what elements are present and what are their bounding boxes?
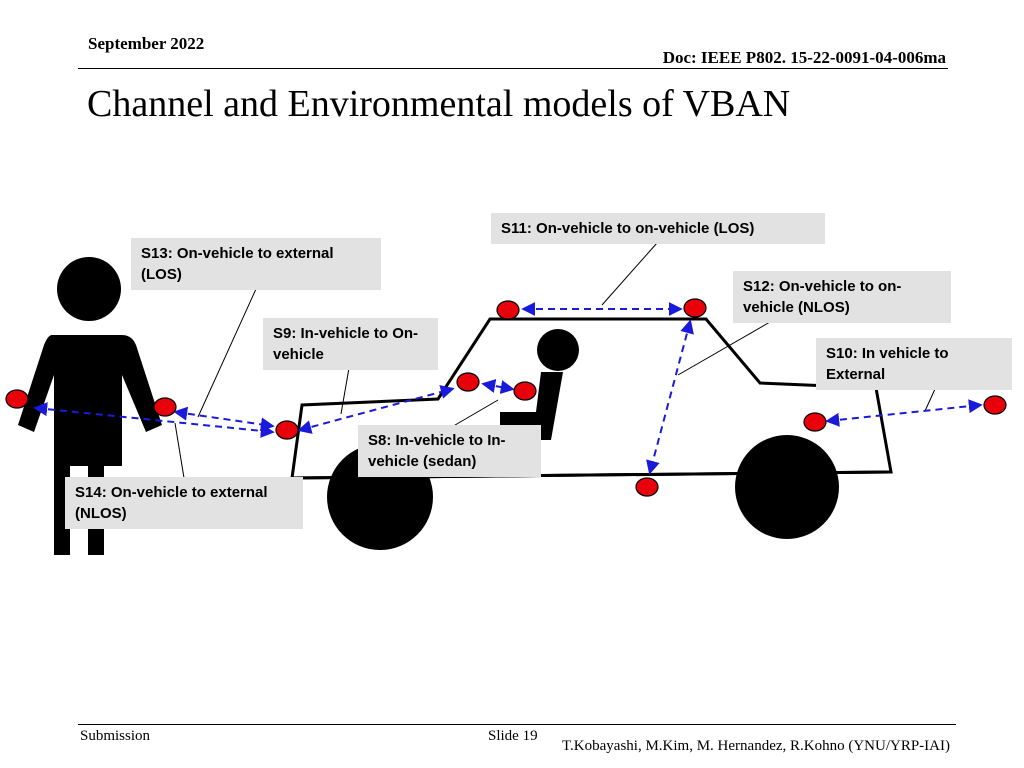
label-s8: S8: In-vehicle to In-vehicle (sedan) [358, 425, 541, 477]
footer-submission: Submission [80, 728, 151, 744]
footer-slide-number: Slide 19 [488, 728, 538, 744]
label-s9: S9: In-vehicle to On-vehicle [263, 318, 438, 370]
sensor-node-car-bottom [635, 477, 659, 497]
header-divider [78, 68, 948, 69]
sensor-node-person-hand [5, 389, 29, 409]
slide-title: Channel and Environmental models of VBAN [87, 83, 791, 125]
sensor-node-car-rear [803, 412, 827, 432]
header-doc-id: Doc: IEEE P802. 15-22-0091-04-006ma [662, 48, 946, 67]
sensor-node-roof-front [496, 300, 520, 320]
sensor-node-person-body [153, 397, 177, 417]
label-s13: S13: On-vehicle to external (LOS) [131, 238, 381, 290]
footer-divider [78, 724, 956, 725]
label-s10: S10: In vehicle to External [816, 338, 1012, 390]
sensor-node-windshield [456, 372, 480, 392]
label-s14: S14: On-vehicle to external (NLOS) [65, 477, 303, 529]
sensor-node-roof-rear [683, 298, 707, 318]
label-s12: S12: On-vehicle to on-vehicle (NLOS) [733, 271, 951, 323]
sensor-nodes [5, 298, 1007, 497]
sensor-node-car-front [275, 420, 299, 440]
footer-authors: T.Kobayashi, M.Kim, M. Hernandez, R.Kohn… [562, 738, 950, 754]
header-date: September 2022 [88, 34, 205, 53]
communication-links [33, 302, 983, 475]
sensor-node-external [983, 395, 1007, 415]
sensor-node-driver [513, 381, 537, 401]
label-s11: S11: On-vehicle to on-vehicle (LOS) [491, 213, 825, 244]
rear-wheel [735, 435, 839, 539]
human-figure [18, 257, 162, 555]
